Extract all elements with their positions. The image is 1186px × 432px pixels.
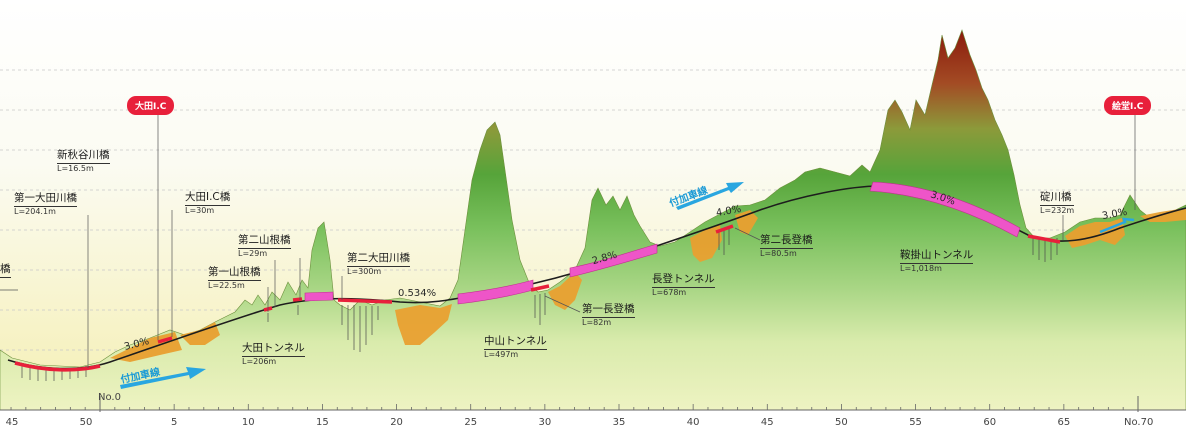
tunnel-name: 長登トンネル bbox=[652, 273, 715, 288]
bridge-label-dai1-nagato: 第一長登橋 L=82m bbox=[582, 303, 635, 327]
bridge-length: L=232m bbox=[1040, 205, 1075, 215]
cut-fill-areas bbox=[110, 208, 1186, 362]
tunnel-name: 中山トンネル bbox=[484, 335, 547, 350]
bridge-label-dai2-yamane: 第二山根橋 L=29m bbox=[238, 234, 291, 258]
bridge-name: 大田I.C橋 bbox=[185, 191, 231, 206]
bridge-length: L=204.1m bbox=[14, 206, 56, 216]
bridge-name: 第二山根橋 bbox=[238, 234, 291, 249]
tunnel-length: L=1,018m bbox=[900, 263, 942, 273]
bridge-label-partial: 橋 bbox=[0, 263, 11, 278]
station-tick-label: 20 bbox=[390, 417, 403, 428]
shito-ic-badge: 絵堂I.C bbox=[1104, 96, 1152, 115]
bridge-length: L=82m bbox=[582, 317, 612, 327]
bridge-length: L=16.5m bbox=[57, 163, 94, 173]
tunnel-length: L=497m bbox=[484, 349, 519, 359]
station-no0-label: No.0 bbox=[98, 392, 121, 403]
station-tick-label: 10 bbox=[241, 417, 255, 428]
tunnel-label-kurakake: 鞍掛山トンネル L=1,018m bbox=[900, 249, 974, 273]
station-tick-label: 35 bbox=[612, 417, 626, 428]
station-tick-label: 30 bbox=[538, 417, 552, 428]
station-tick-label: 45 bbox=[760, 417, 774, 428]
tunnel-label-ota: 大田トンネル L=206m bbox=[242, 342, 305, 366]
bridge-label-ota-ic: 大田I.C橋 L=30m bbox=[185, 191, 231, 215]
station-tick-label: 15 bbox=[316, 417, 329, 428]
bridge-name: 新秋谷川橋 bbox=[57, 149, 110, 164]
bridge-length: L=300m bbox=[347, 266, 382, 276]
station-tick-label: 40 bbox=[686, 417, 700, 428]
bridge-label-tategawa: 碇川橋 L=232m bbox=[1040, 191, 1075, 215]
bridge-label-dai1-yamane: 第一山根橋 L=22.5m bbox=[208, 266, 261, 290]
bridge-length: L=22.5m bbox=[208, 280, 245, 290]
bridge-label-dai2-otagawa: 第二大田川橋 L=300m bbox=[347, 252, 410, 276]
ota-ic-badge: 大田I.C bbox=[127, 96, 175, 115]
bridge-name: 第二大田川橋 bbox=[347, 252, 410, 267]
bridge-name: 第一長登橋 bbox=[582, 303, 635, 318]
terrain-ground bbox=[0, 29, 1186, 410]
station-tick-label: 65 bbox=[1057, 417, 1071, 428]
bridge-name: 第二長登橋 bbox=[760, 234, 813, 249]
bridge-name: 第一大田川橋 bbox=[14, 192, 77, 207]
bridge-label-shin-akiya: 新秋谷川橋 L=16.5m bbox=[57, 149, 110, 173]
tunnel-length: L=206m bbox=[242, 356, 277, 366]
tunnel-label-nakayama: 中山トンネル L=497m bbox=[484, 335, 547, 359]
bridge-length: L=80.5m bbox=[760, 248, 797, 258]
station-tick-label: 45 bbox=[5, 417, 19, 428]
bridge-label-dai1-otagawa: 第一大田川橋 L=204.1m bbox=[14, 192, 77, 216]
bridge-name: 第一山根橋 bbox=[208, 266, 261, 281]
station-tick-label: 55 bbox=[909, 417, 922, 428]
tunnel-name: 鞍掛山トンネル bbox=[900, 249, 974, 264]
grade-label-2: 0.534% bbox=[398, 288, 437, 299]
station-axis bbox=[0, 396, 1186, 412]
bridge-label-dai2-nagato: 第二長登橋 L=80.5m bbox=[760, 234, 813, 258]
tunnel-name: 大田トンネル bbox=[242, 342, 305, 357]
station-tick-label: 60 bbox=[983, 417, 997, 428]
bridge-length: L=29m bbox=[238, 248, 268, 258]
station-tick-label: 50 bbox=[79, 417, 93, 428]
bridge-name: 碇川橋 bbox=[1040, 191, 1075, 206]
station-no70-label: No.70 bbox=[1124, 417, 1154, 428]
station-tick-label: 5 bbox=[170, 417, 178, 428]
station-tick-label: 50 bbox=[835, 417, 848, 428]
tunnel-label-nagato: 長登トンネル L=678m bbox=[652, 273, 715, 297]
station-tick-label: 25 bbox=[464, 417, 478, 428]
bridge-length: L=30m bbox=[185, 205, 215, 215]
climbing-lane-arrows bbox=[120, 182, 1135, 389]
tunnel-length: L=678m bbox=[652, 287, 687, 297]
tunnel-bands bbox=[304, 181, 1021, 305]
bridge-name: 橋 bbox=[0, 263, 11, 278]
